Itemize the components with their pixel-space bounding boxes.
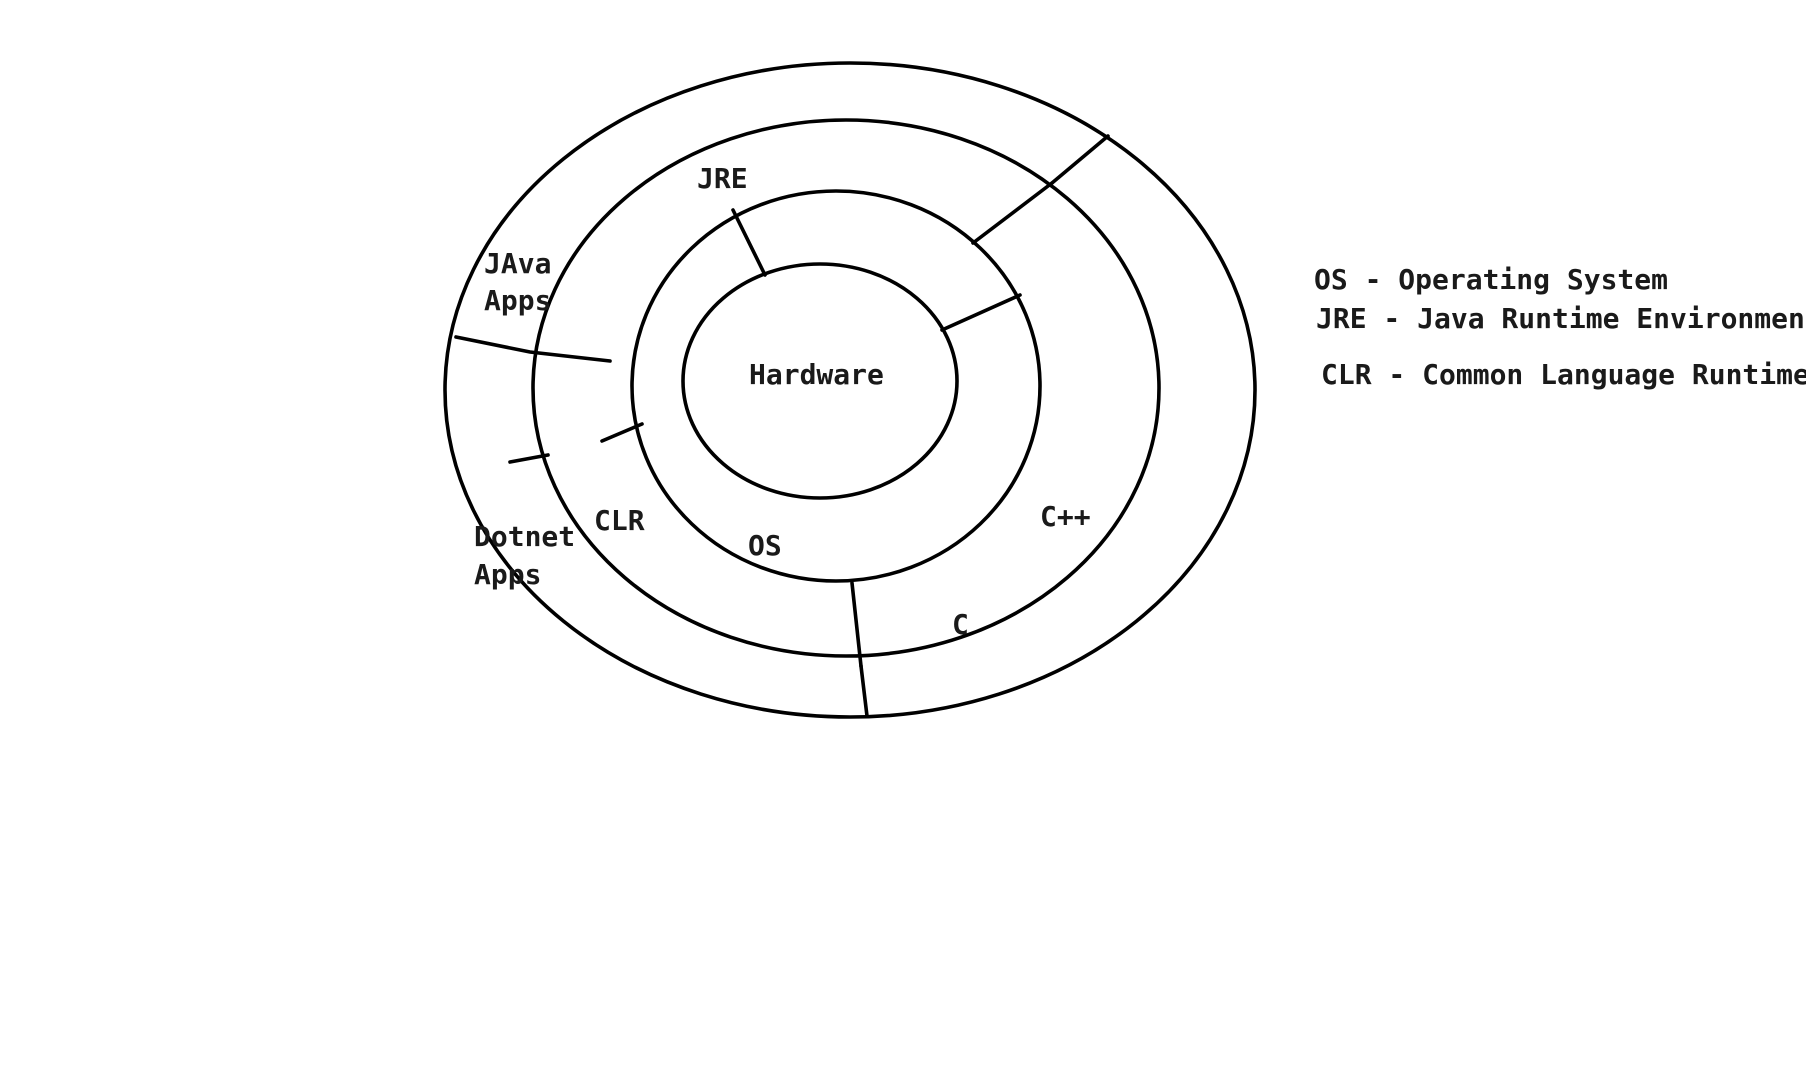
label-dotnet-apps-2: Apps (474, 558, 541, 591)
os-ring (630, 189, 1042, 583)
divider-jre-left (731, 208, 767, 277)
label-dotnet-apps-1: Dotnet (474, 520, 575, 553)
label-java-apps-1: JAva (484, 247, 551, 280)
legend-item-os: OS - Operating System (1314, 263, 1669, 296)
divider-dotnet-apps (508, 453, 550, 464)
legend-item-jre: JRE - Java Runtime Environment (1316, 302, 1806, 335)
label-jre: JRE (697, 162, 748, 195)
divider-cpp-runtime (971, 181, 1054, 245)
hardware-ring (681, 262, 959, 500)
label-cpp: C++ (1040, 500, 1091, 533)
label-hardware: Hardware (749, 358, 884, 391)
divider-cpp-apps (1050, 134, 1110, 185)
label-c: C (952, 608, 969, 641)
divider-c-runtime (850, 581, 863, 668)
label-java-apps-2: Apps (484, 284, 551, 317)
legend: OS - Operating System JRE - Java Runtime… (1300, 262, 1806, 402)
legend-item-clr: CLR - Common Language Runtime (1321, 358, 1806, 391)
divider-java-apps (454, 335, 612, 363)
label-clr: CLR (594, 504, 645, 537)
divider-jre-right (940, 293, 1022, 332)
runtime-ring (531, 118, 1161, 658)
label-os: OS (748, 529, 782, 562)
divider-clr (600, 422, 644, 443)
divider-c-apps (859, 664, 869, 718)
outer-ring-apps (443, 61, 1257, 719)
